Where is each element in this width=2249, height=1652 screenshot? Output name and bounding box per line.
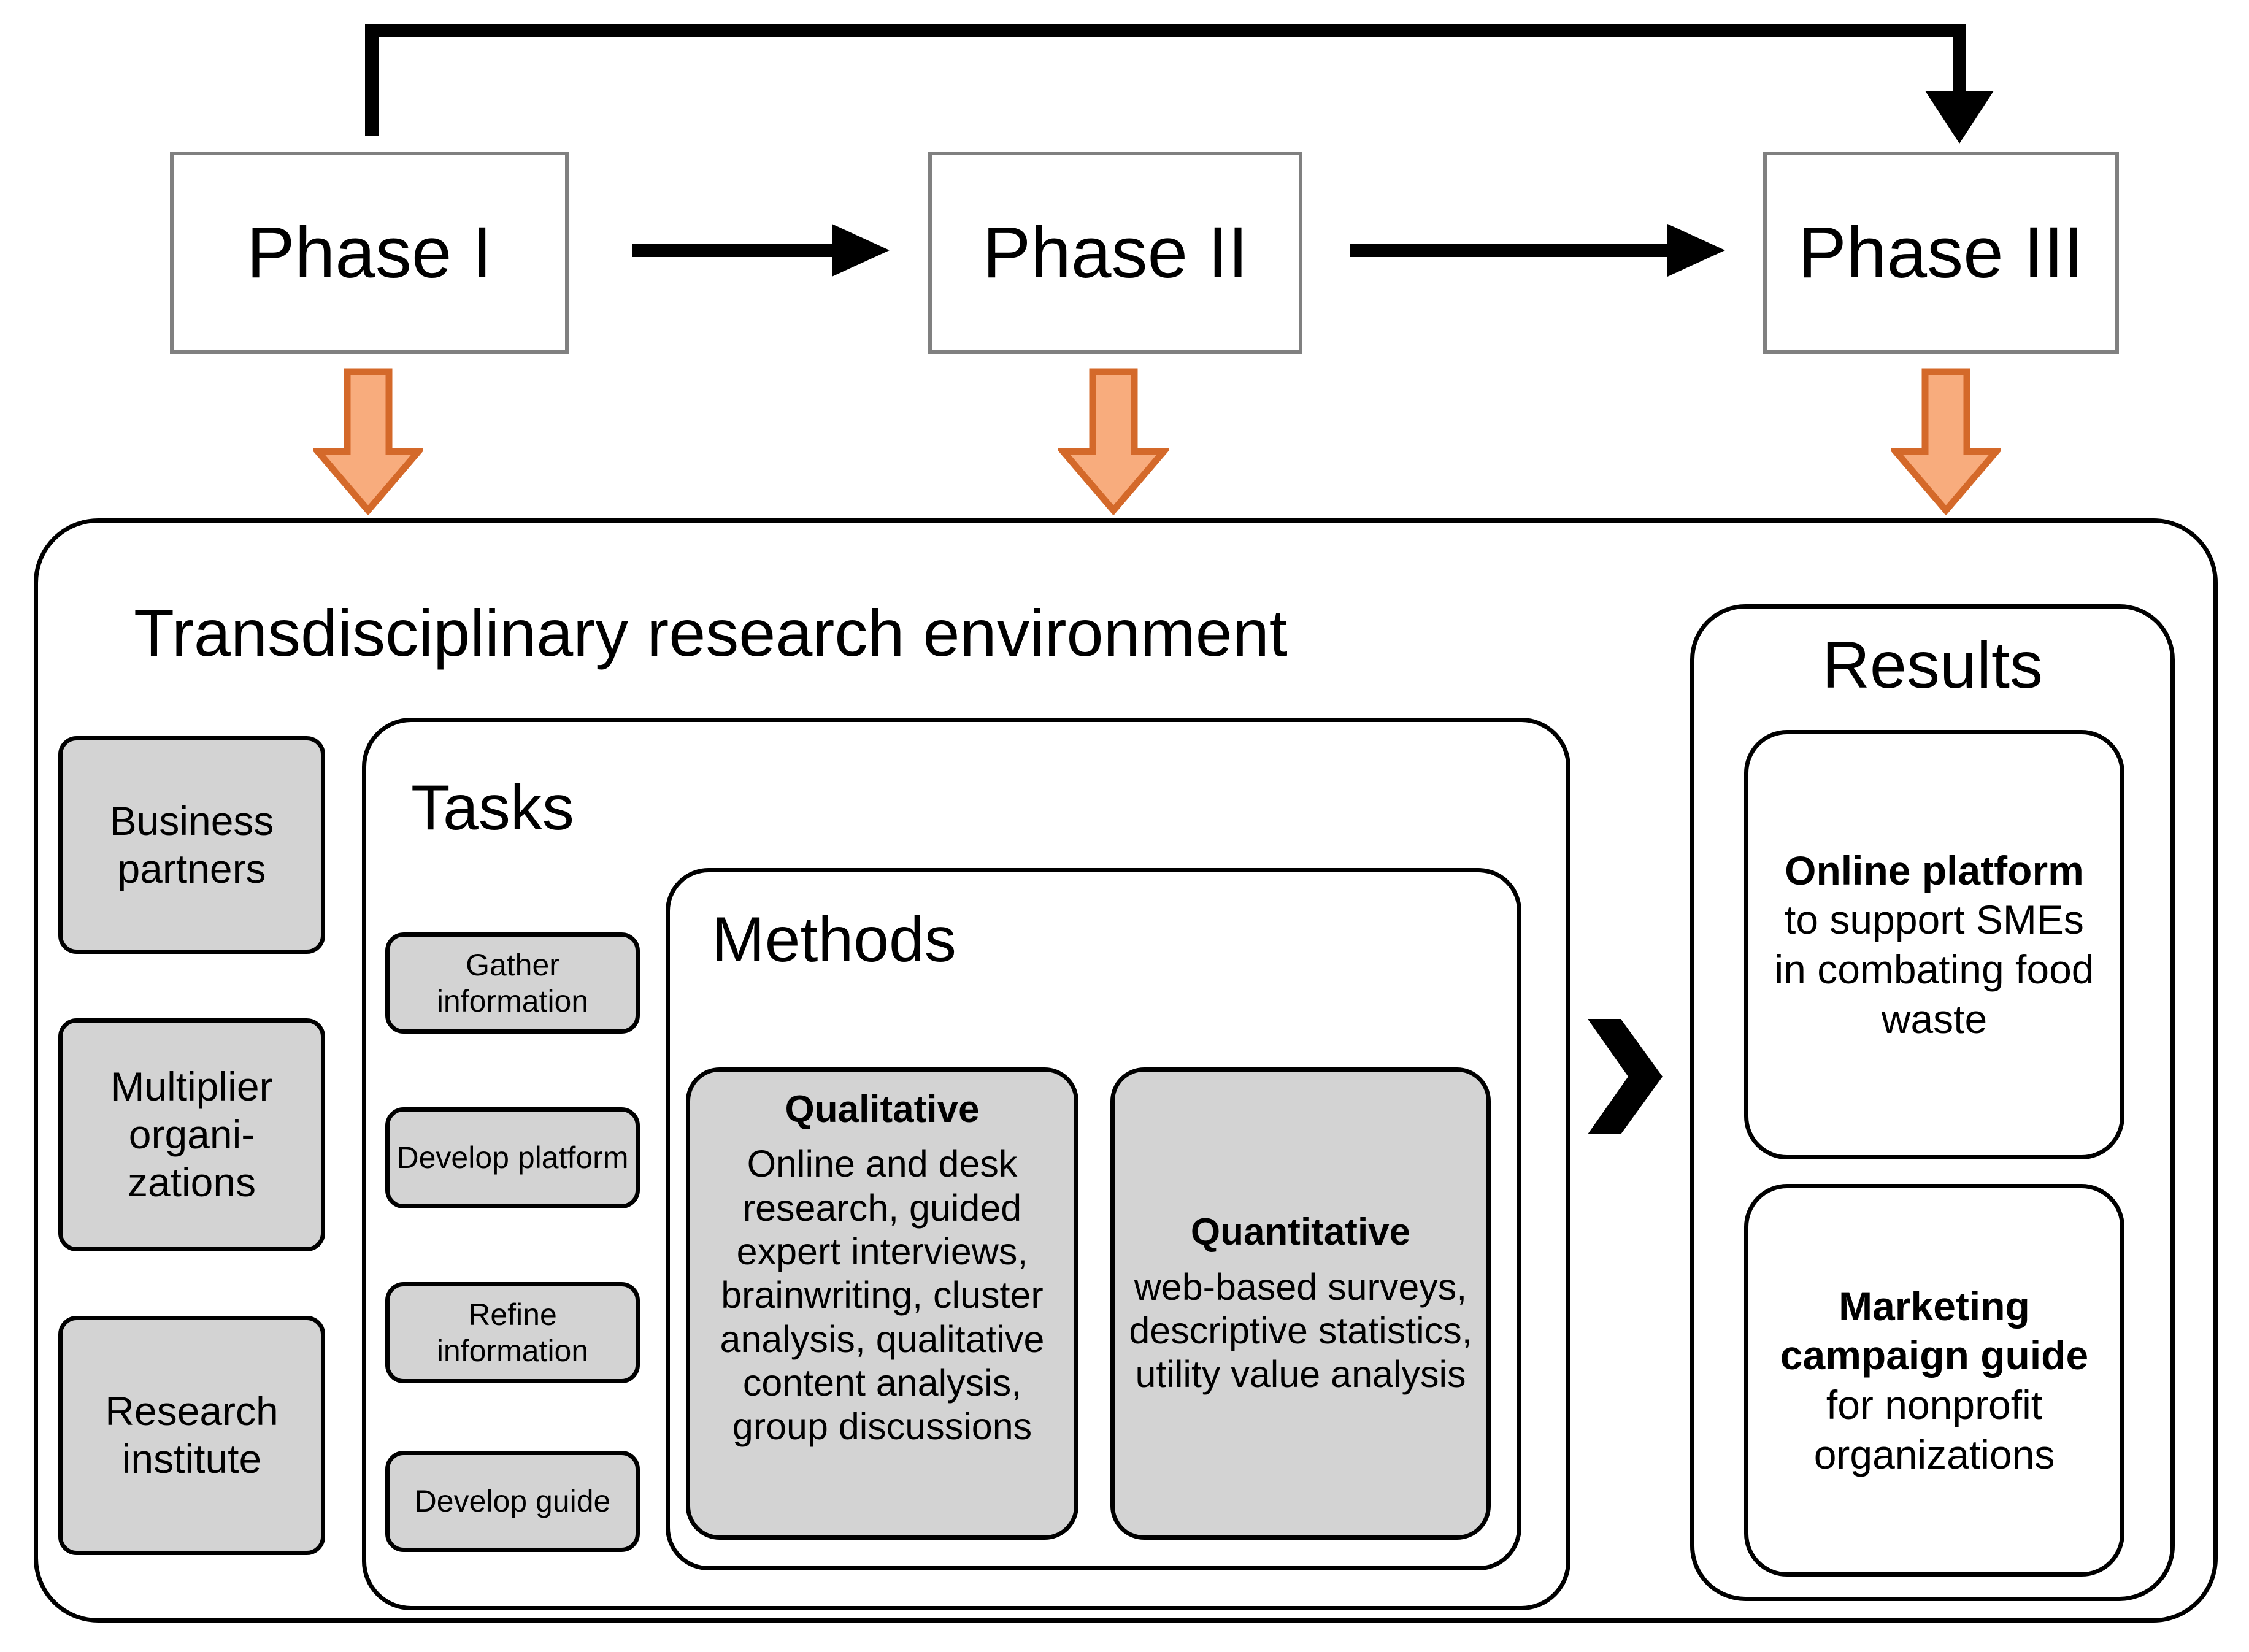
method-body: Online and desk research, guided expert … [720, 1143, 1045, 1448]
task-label: Develop platform [396, 1140, 629, 1175]
task-box-gather-information[interactable]: Gather information [385, 932, 640, 1034]
stakeholder-label: Business partners [109, 797, 274, 891]
result-body: for nonprofit organizations [1813, 1382, 2055, 1477]
method-heading: Quantitative [1190, 1211, 1411, 1254]
phase-box-1[interactable]: Phase I [170, 152, 569, 354]
phase-label: Phase II [982, 212, 1248, 293]
method-box-quantitative[interactable]: Quantitative web-based surveys, descript… [1110, 1067, 1491, 1540]
arrow-down-icon-3 [1891, 368, 2001, 515]
task-label: Gather information [436, 947, 589, 1018]
results-title: Results [1821, 628, 2043, 702]
result-body: to support SMEs in combating food waste [1774, 897, 2094, 1042]
task-box-develop-guide[interactable]: Develop guide [385, 1451, 640, 1552]
result-box-online-platform[interactable]: Online platform to support SMEs in comba… [1744, 730, 2124, 1159]
task-label: Develop guide [414, 1484, 611, 1518]
stakeholder-label: Multiplier organi-zations [110, 1064, 273, 1205]
stakeholder-box-multiplier-organizations[interactable]: Multiplier organi-zations [58, 1018, 325, 1251]
methods-title: Methods [712, 904, 956, 975]
feedback-loop-arrow-icon [365, 24, 1994, 144]
stakeholder-label: Research institute [105, 1388, 279, 1481]
phase-box-2[interactable]: Phase II [928, 152, 1302, 354]
arrow-down-icon-2 [1058, 368, 1169, 515]
result-heading: Marketing campaign guide [1780, 1283, 2089, 1378]
task-label: Refine information [436, 1297, 589, 1368]
research-environment-title: Transdisciplinary research environment [134, 596, 1288, 670]
method-box-qualitative[interactable]: Qualitative Online and desk research, gu… [686, 1067, 1078, 1540]
result-box-marketing-campaign-guide[interactable]: Marketing campaign guide for nonprofit o… [1744, 1184, 2124, 1577]
stakeholder-box-business-partners[interactable]: Business partners [58, 736, 325, 954]
arrow-right-icon-1 [632, 224, 890, 277]
method-body: web-based surveys, descriptive statistic… [1129, 1266, 1472, 1396]
arrow-right-icon-2 [1350, 224, 1725, 277]
phase-box-3[interactable]: Phase III [1763, 152, 2119, 354]
phase-label: Phase III [1798, 212, 2084, 293]
task-box-refine-information[interactable]: Refine information [385, 1282, 640, 1383]
method-heading: Qualitative [785, 1088, 980, 1131]
result-heading: Online platform [1785, 847, 2084, 893]
tasks-title: Tasks [411, 772, 574, 843]
stakeholder-box-research-institute[interactable]: Research institute [58, 1316, 325, 1555]
task-box-develop-platform[interactable]: Develop platform [385, 1107, 640, 1208]
phase-label: Phase I [246, 212, 493, 293]
arrow-down-icon-1 [313, 368, 423, 515]
chevron-right-icon [1588, 1019, 1663, 1134]
